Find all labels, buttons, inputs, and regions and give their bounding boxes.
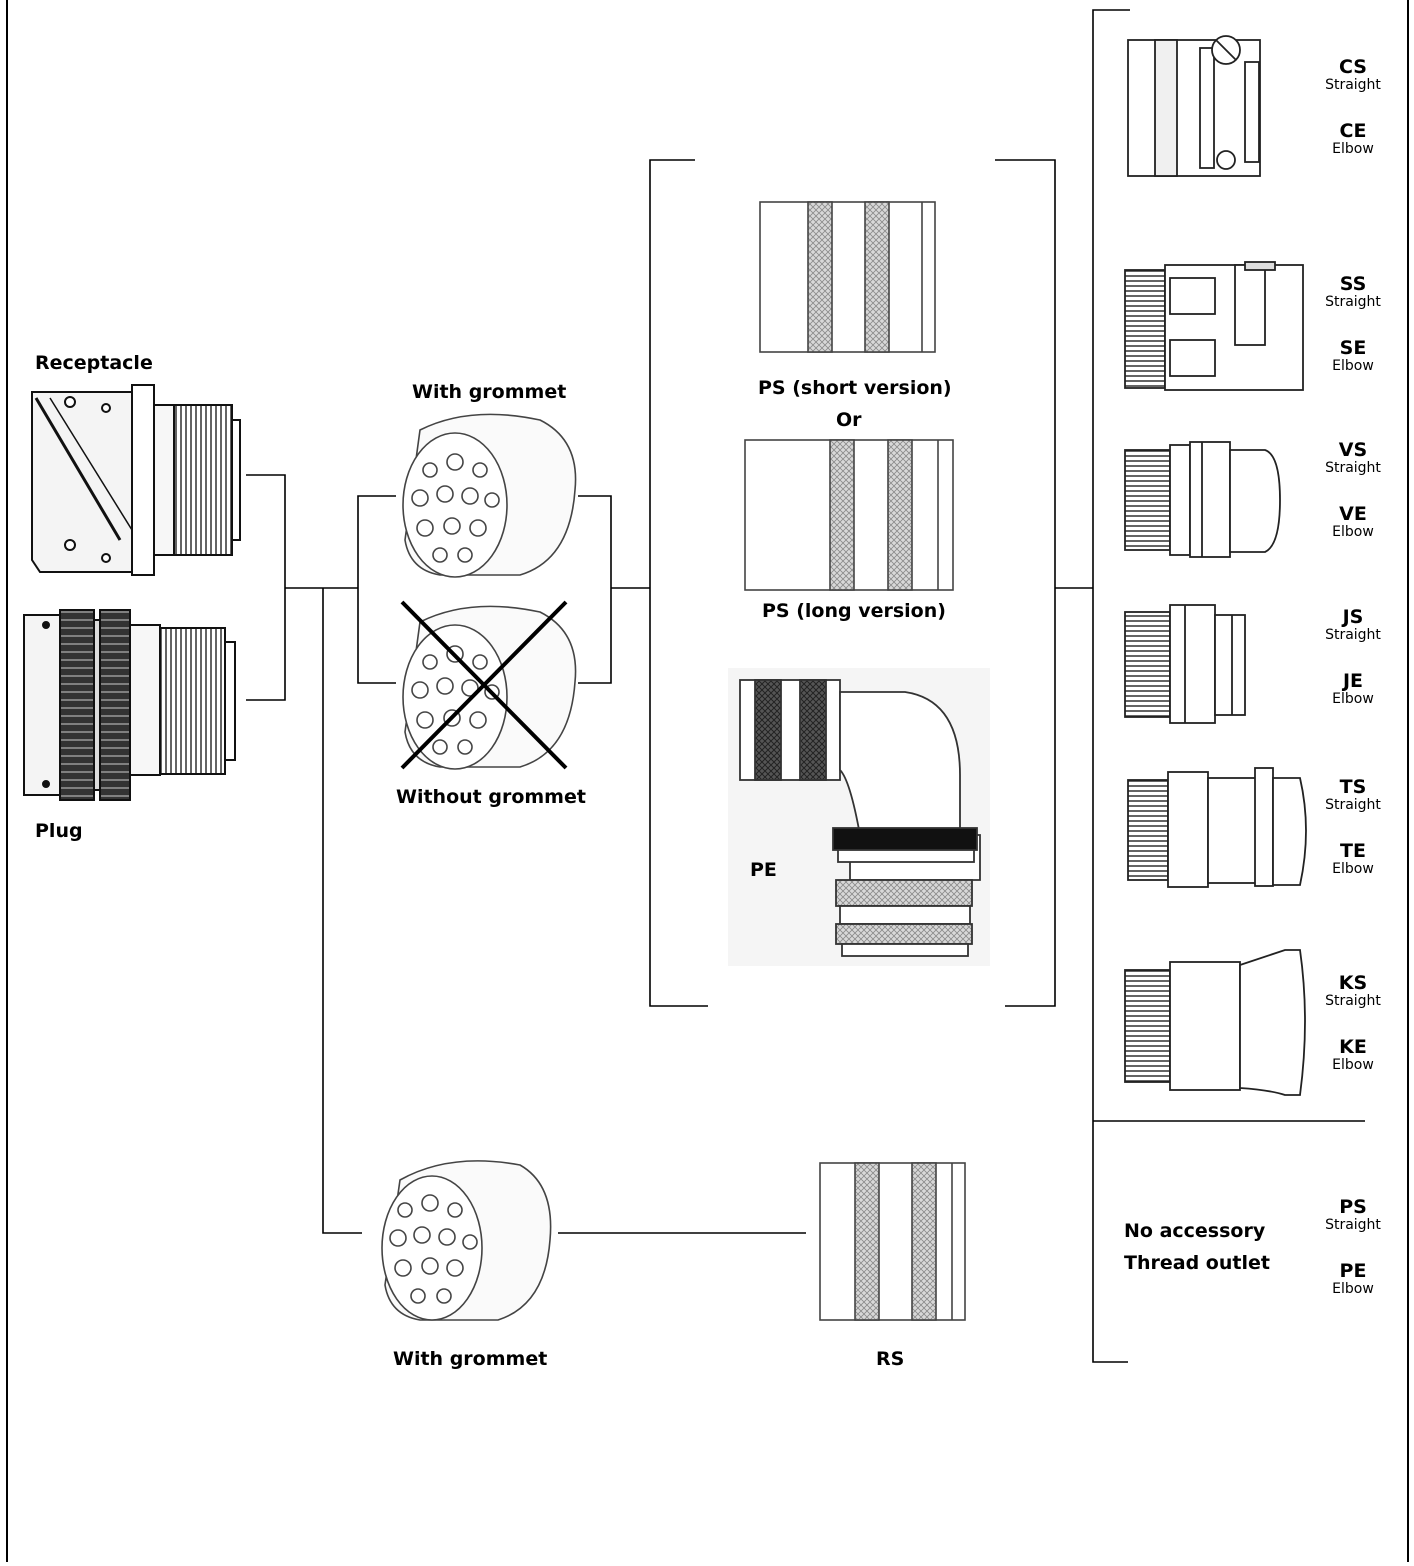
rs-label: RS <box>876 1348 904 1370</box>
pe-elbow-drawing <box>728 668 990 966</box>
straight-text: Straight <box>1313 797 1393 813</box>
grommet-top-drawing <box>403 414 576 577</box>
code-pe: PE Elbow <box>1313 1261 1393 1297</box>
elbow-text: Elbow <box>1313 1281 1393 1297</box>
ps-short-label: PS (short version) <box>758 377 952 399</box>
elbow-text: Elbow <box>1313 691 1393 707</box>
ps-long-drawing <box>745 440 953 590</box>
code-cs: CS Straight <box>1313 57 1393 93</box>
straight-text: Straight <box>1313 1217 1393 1233</box>
cable-gland-icon <box>1125 442 1280 557</box>
code-straight: CS <box>1313 57 1393 77</box>
receptacle-drawing <box>32 385 240 575</box>
code-se: SE Elbow <box>1313 338 1393 374</box>
code-ke: KE Elbow <box>1313 1037 1393 1073</box>
grommet-without-drawing <box>402 602 576 769</box>
code-je: JE Elbow <box>1313 671 1393 707</box>
straight-text: Straight <box>1313 294 1393 310</box>
code-straight: VS <box>1313 440 1393 460</box>
code-elbow: KE <box>1313 1037 1393 1057</box>
ps-long-label: PS (long version) <box>762 600 946 622</box>
straight-text: Straight <box>1313 460 1393 476</box>
code-js: JS Straight <box>1313 607 1393 643</box>
clamp-accessory-icon <box>1128 36 1260 176</box>
code-straight: SS <box>1313 274 1393 294</box>
code-straight: TS <box>1313 777 1393 797</box>
elbow-text: Elbow <box>1313 861 1393 877</box>
code-te: TE Elbow <box>1313 841 1393 877</box>
elbow-text: Elbow <box>1313 1057 1393 1073</box>
code-elbow: TE <box>1313 841 1393 861</box>
code-straight: JS <box>1313 607 1393 627</box>
code-elbow: JE <box>1313 671 1393 691</box>
with-grommet-bottom-label: With grommet <box>393 1348 547 1370</box>
plug-label: Plug <box>35 820 83 842</box>
conduit-adapter-icon <box>1125 605 1245 723</box>
shrink-boot-adapter-icon <box>1125 262 1303 390</box>
hose-adapter-icon <box>1125 950 1305 1095</box>
code-ss: SS Straight <box>1313 274 1393 310</box>
code-elbow: CE <box>1313 121 1393 141</box>
grommet-bottom-drawing <box>382 1161 551 1320</box>
code-ts: TS Straight <box>1313 777 1393 813</box>
code-elbow: PE <box>1313 1261 1393 1281</box>
code-ks: KS Straight <box>1313 973 1393 1009</box>
elbow-text: Elbow <box>1313 524 1393 540</box>
code-ce: CE Elbow <box>1313 121 1393 157</box>
code-ve: VE Elbow <box>1313 504 1393 540</box>
thread-outlet-label: Thread outlet <box>1124 1252 1270 1274</box>
or-label: Or <box>836 409 862 431</box>
straight-text: Straight <box>1313 993 1393 1009</box>
without-grommet-label: Without grommet <box>396 786 586 808</box>
code-elbow: VE <box>1313 504 1393 524</box>
straight-text: Straight <box>1313 627 1393 643</box>
elbow-text: Elbow <box>1313 358 1393 374</box>
code-vs: VS Straight <box>1313 440 1393 476</box>
code-straight: PS <box>1313 1197 1393 1217</box>
rs-drawing <box>820 1163 965 1320</box>
code-straight: KS <box>1313 973 1393 993</box>
code-ps: PS Straight <box>1313 1197 1393 1233</box>
straight-text: Straight <box>1313 77 1393 93</box>
ps-short-drawing <box>760 202 935 352</box>
pe-label: PE <box>750 859 777 881</box>
tube-adapter-icon <box>1128 768 1306 887</box>
plug-drawing <box>24 610 235 800</box>
no-accessory-label: No accessory <box>1124 1220 1265 1242</box>
receptacle-label: Receptacle <box>35 352 153 374</box>
elbow-text: Elbow <box>1313 141 1393 157</box>
code-elbow: SE <box>1313 338 1393 358</box>
with-grommet-label: With grommet <box>412 381 566 403</box>
